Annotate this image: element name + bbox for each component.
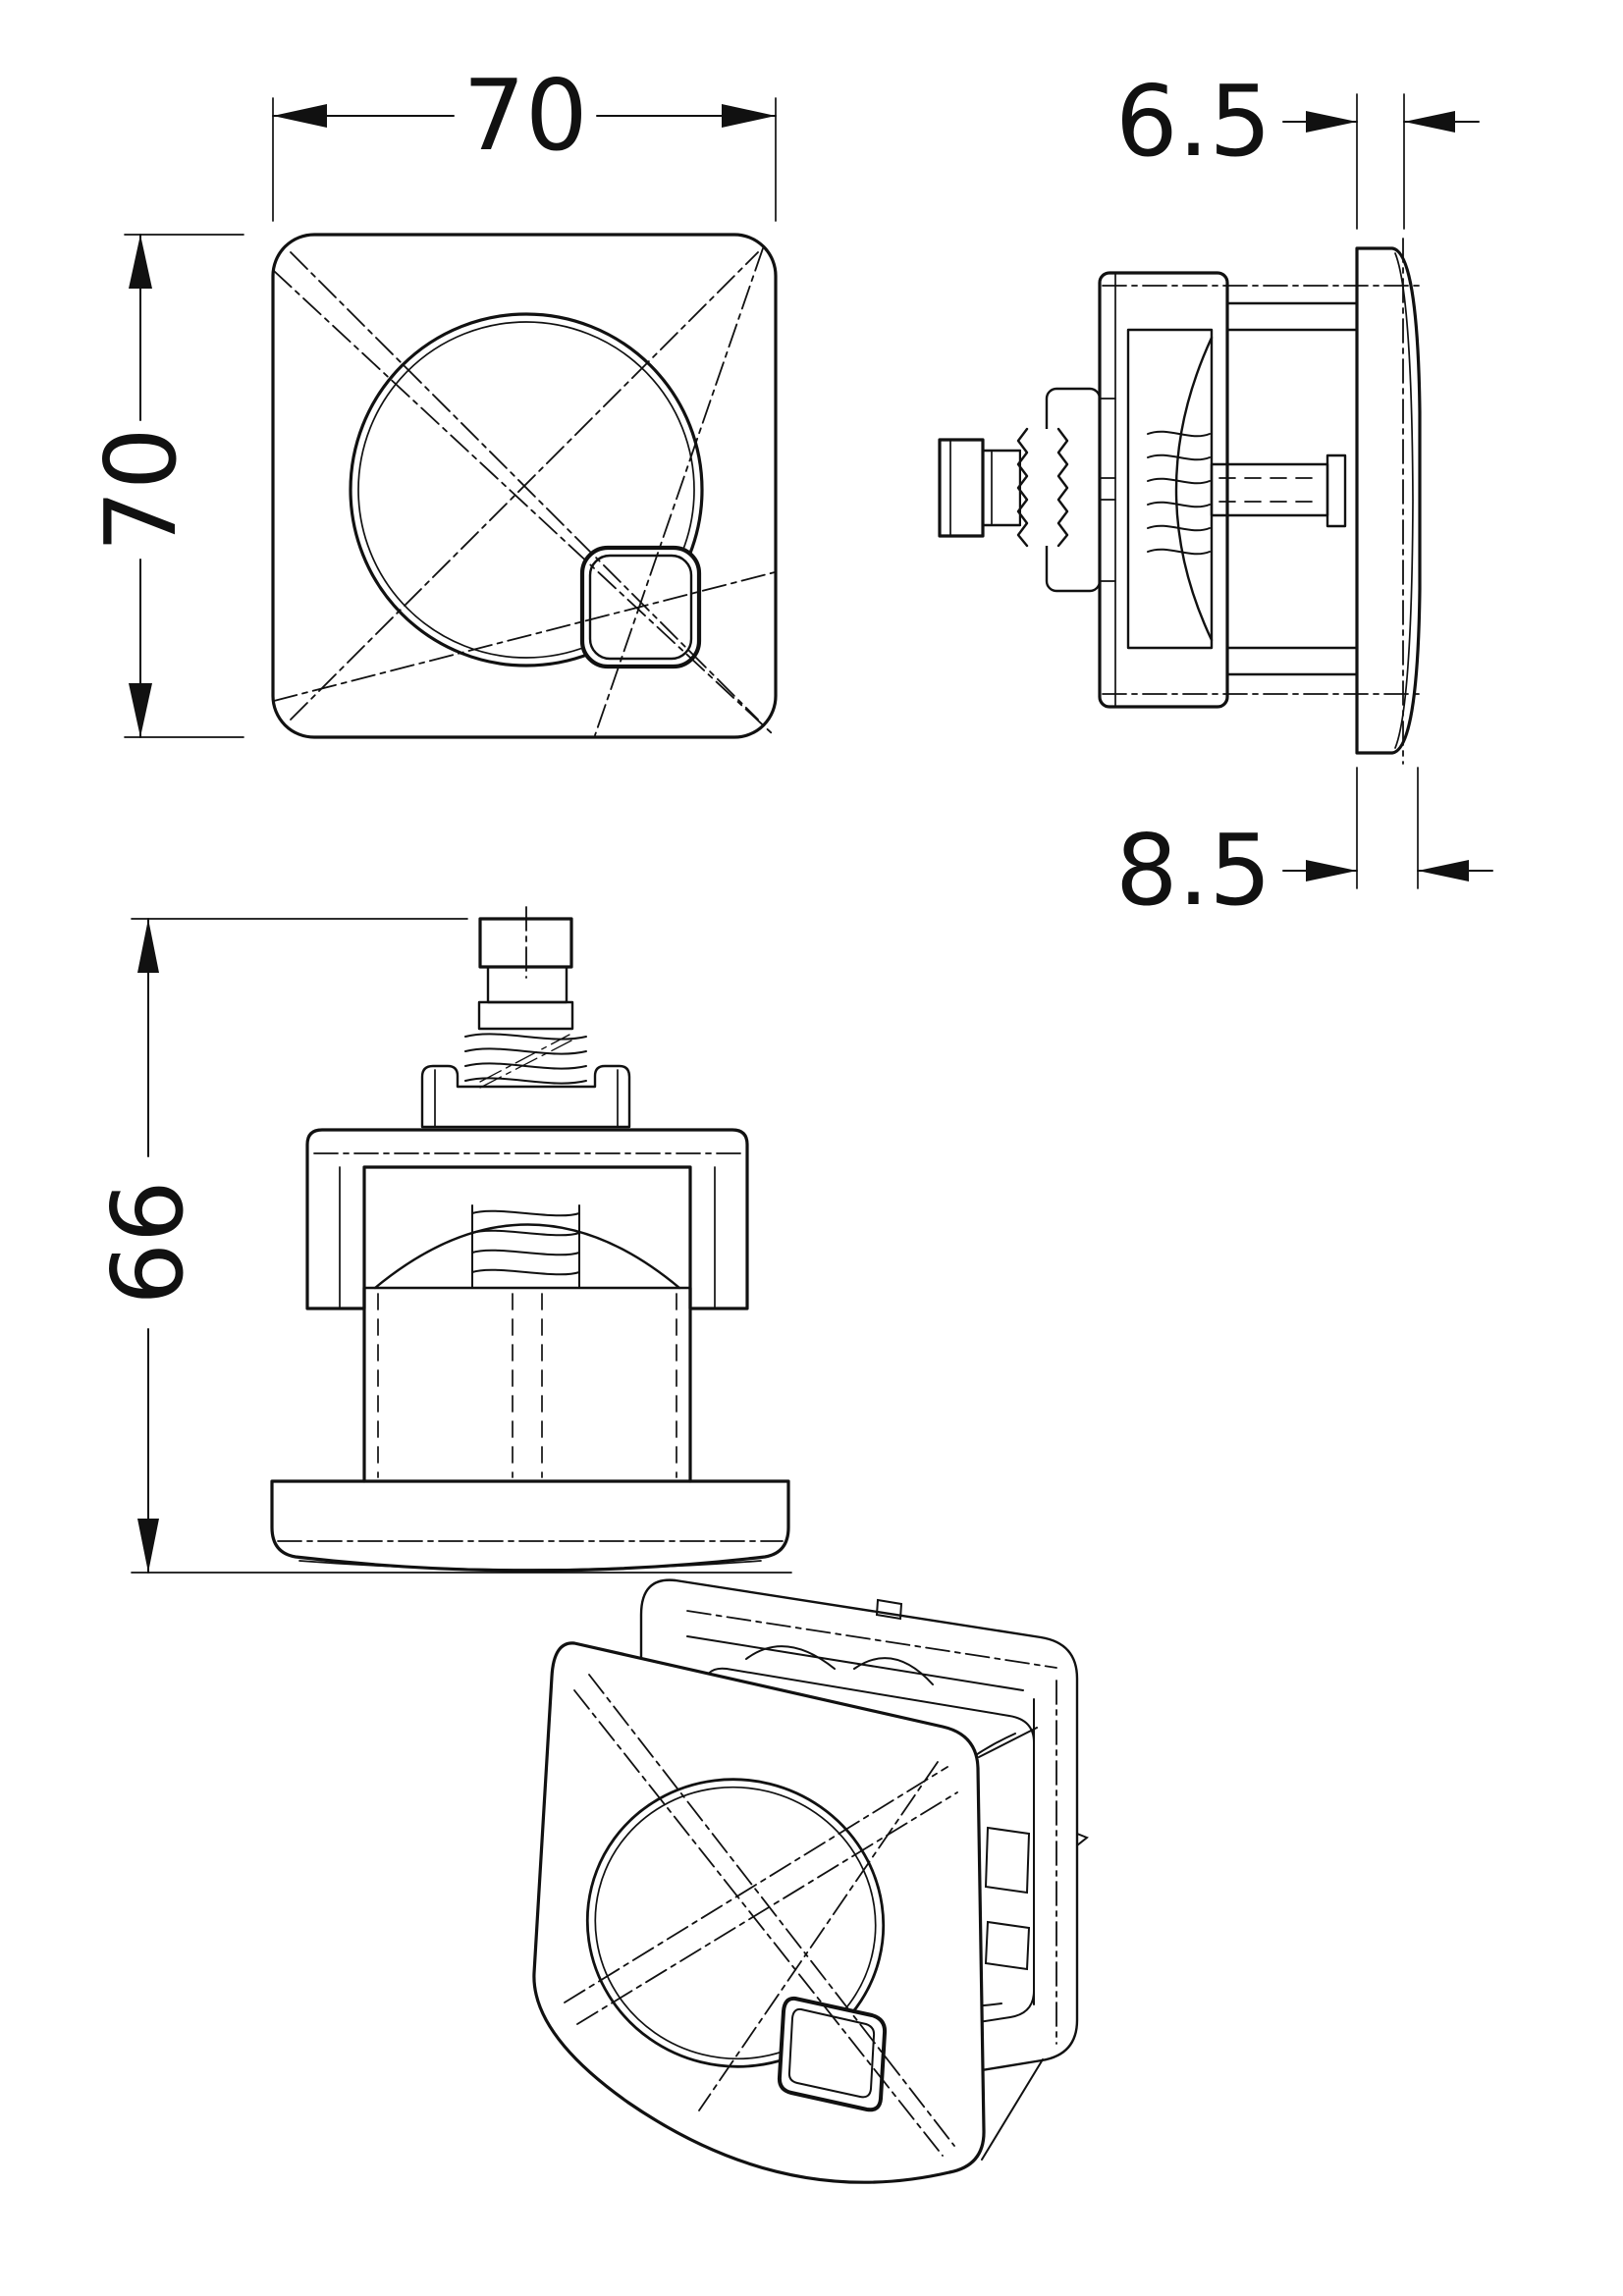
arrowhead-left (1404, 111, 1455, 133)
arrowhead-up (129, 235, 152, 289)
bottom-flange (270, 1479, 790, 1573)
lower-body (362, 1286, 692, 1483)
dim-label-body-height: 66 (90, 1180, 205, 1305)
dome-section (1174, 336, 1214, 642)
iso-centerlines (564, 1674, 958, 2157)
front-view: 70 70 (83, 58, 778, 739)
arrowhead-right (1306, 111, 1357, 133)
iso-small-button-inner (787, 2007, 876, 2099)
dim-label-front-height: 70 (83, 427, 198, 552)
plunger-collar (981, 449, 1022, 527)
iso-flush-button-inner (594, 1786, 877, 2060)
threaded-stem (464, 1033, 587, 1089)
frame-band (305, 1128, 749, 1310)
thread-left (1016, 427, 1069, 548)
elevation-view: 66 (90, 906, 792, 1574)
iso-small-button (777, 1996, 888, 2112)
neck (486, 965, 568, 1004)
housing-rails (1225, 301, 1359, 676)
front-view-centerlines (273, 247, 776, 736)
wing-clip (420, 1064, 631, 1129)
dim-rim-depth: 6.5 (1115, 64, 1480, 230)
dome-front (373, 1223, 681, 1290)
collar (477, 1000, 574, 1031)
thread-section (1147, 430, 1211, 556)
iso-depth-edges (978, 1727, 1044, 2161)
dim-body-height: 66 (90, 918, 792, 1574)
arrowhead-down (137, 1519, 159, 1573)
dim-front-width: 70 (272, 58, 777, 222)
side-view-centerlines (1102, 238, 1422, 765)
small-flush-button-inner (588, 554, 693, 661)
arrowhead-down (129, 683, 152, 737)
inner-thread (471, 1204, 580, 1289)
dim-front-height: 70 (83, 234, 244, 738)
flush-button-circle-inner (357, 321, 695, 659)
side-view: 6.5 8.5 (938, 64, 1493, 928)
housing-box (1098, 271, 1229, 709)
arrowhead-left (1418, 860, 1469, 881)
dim-label-total-depth: 8.5 (1115, 813, 1271, 928)
dim-label-rim-depth: 6.5 (1115, 64, 1271, 179)
plunger-cap (938, 438, 985, 538)
actuator-rod (1210, 462, 1329, 517)
arrowhead-right (1306, 860, 1357, 881)
plate-profile (1355, 246, 1422, 755)
arrowhead-up (137, 919, 159, 973)
arrowhead-left (273, 104, 327, 128)
rod-end-flange (1325, 454, 1347, 528)
dim-total-depth: 8.5 (1115, 767, 1493, 928)
dim-label-front-width: 70 (462, 58, 587, 173)
front-plate-outline (271, 233, 778, 739)
iso-flush-button (585, 1778, 886, 2068)
housing-window (1126, 328, 1214, 650)
arrowhead-right (722, 104, 776, 128)
flush-button-circle (349, 312, 704, 667)
isometric-view (532, 1578, 1089, 2184)
